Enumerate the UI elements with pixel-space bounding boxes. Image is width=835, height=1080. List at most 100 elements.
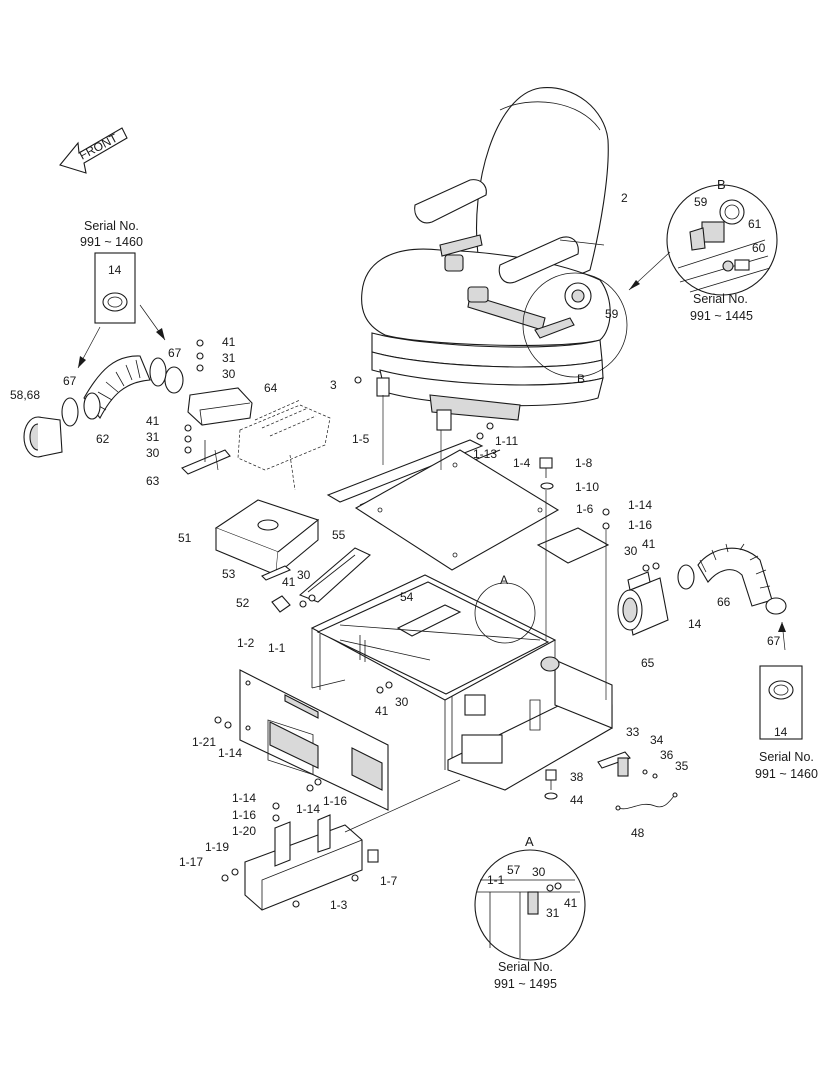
callout-30-c: 30	[297, 568, 311, 582]
callout-1-7: 1-7	[380, 874, 398, 888]
callout-55: 55	[332, 528, 346, 542]
lower-bracket-assembly	[221, 802, 379, 911]
callout-62: 62	[96, 432, 110, 446]
callout-52: 52	[236, 596, 250, 610]
detail-b-marker	[522, 272, 628, 378]
callout-31-b: 31	[146, 430, 160, 444]
callout-41-d: 41	[375, 704, 389, 718]
serial-box-right-part: 14	[774, 725, 788, 739]
serial-box-right-labels: 14 Serial No. 991 ~ 1460	[755, 725, 818, 781]
side-panel	[214, 669, 389, 811]
callout-1-10: 1-10	[575, 480, 599, 494]
left-duct-assembly	[23, 339, 253, 475]
small-electrical-parts	[544, 751, 678, 811]
callout-41-b: 41	[146, 414, 160, 428]
callout-1-17: 1-17	[179, 855, 203, 869]
detail-b-callout-59: 59	[694, 195, 708, 209]
serial-box-left-part: 14	[108, 263, 122, 277]
callout-41-a: 41	[222, 335, 236, 349]
detail-a-callout-57: 57	[507, 863, 521, 877]
front-arrow-label: FRONT	[77, 131, 121, 163]
callout-1-5: 1-5	[352, 432, 370, 446]
callout-54: 54	[400, 590, 414, 604]
callout-30-b: 30	[146, 446, 160, 460]
detail-a-serial-line2: 991 ~ 1495	[494, 977, 557, 991]
detail-a-callout-41: 41	[564, 896, 578, 910]
operator-seat	[361, 87, 611, 431]
callout-a-frame: A	[500, 573, 508, 587]
detail-b	[628, 184, 778, 296]
leader-lines	[214, 239, 607, 700]
right-duct-assembly	[617, 543, 787, 651]
callout-38: 38	[570, 770, 584, 784]
callout-1-1: 1-1	[268, 641, 286, 655]
detail-a-callout-31: 31	[546, 906, 560, 920]
lower-left-duct-parts	[214, 499, 371, 613]
callout-67-c: 67	[767, 634, 781, 648]
callout-1-16-a: 1-16	[628, 518, 652, 532]
callout-34: 34	[650, 733, 664, 747]
detail-a	[474, 849, 586, 961]
control-housing-outline	[237, 399, 331, 491]
callout-65: 65	[641, 656, 655, 670]
callout-2: 2	[621, 191, 628, 205]
front-direction-arrow: FRONT	[59, 127, 128, 174]
detail-a-callout-1-1: 1-1	[487, 873, 505, 887]
detail-b-serial-line1: Serial No.	[693, 292, 748, 306]
callout-31-a: 31	[222, 351, 236, 365]
callout-30-a: 30	[222, 367, 236, 381]
callout-1-2: 1-2	[237, 636, 255, 650]
callout-1-14-d: 1-14	[232, 791, 256, 805]
callout-30-d: 30	[395, 695, 409, 709]
callout-51: 51	[178, 531, 192, 545]
detail-b-serial-line2: 991 ~ 1445	[690, 309, 753, 323]
callout-labels: 2 3 59 B 1-5 1-11 1-13 1-4 1-8 1-10 1-6 …	[10, 191, 781, 912]
detail-a-callout-30: 30	[532, 865, 546, 879]
callout-48: 48	[631, 826, 645, 840]
callout-67-b: 67	[63, 374, 77, 388]
callout-1-20: 1-20	[232, 824, 256, 838]
callout-44: 44	[570, 793, 584, 807]
detail-b-callout-60: 60	[752, 241, 766, 255]
detail-b-title: B	[717, 177, 726, 192]
serial-box-left-labels: Serial No. 991 ~ 1460 14	[80, 219, 143, 277]
callout-41-e: 41	[642, 537, 656, 551]
serial-box-left-line2: 991 ~ 1460	[80, 235, 143, 249]
callout-59: 59	[605, 307, 619, 321]
detail-a-labels: A 1-1 57 30 31 41 Serial No. 991 ~ 1495	[487, 834, 578, 991]
callout-1-14-b: 1-14	[218, 746, 242, 760]
serial-box-right-line1: Serial No.	[759, 750, 814, 764]
callout-1-14-c: 1-14	[296, 802, 320, 816]
callout-1-14-a: 1-14	[628, 498, 652, 512]
callout-1-4: 1-4	[513, 456, 531, 470]
callout-1-6: 1-6	[576, 502, 594, 516]
callout-66: 66	[717, 595, 731, 609]
serial-box-left-line1: Serial No.	[84, 219, 139, 233]
serial-box-right-line2: 991 ~ 1460	[755, 767, 818, 781]
callout-63: 63	[146, 474, 160, 488]
callout-35: 35	[675, 759, 689, 773]
callout-67-a: 67	[168, 346, 182, 360]
detail-b-labels: B 59 61 60 Serial No. 991 ~ 1445	[690, 177, 766, 323]
callout-1-8: 1-8	[575, 456, 593, 470]
callout-1-11: 1-11	[495, 434, 518, 448]
callout-1-19: 1-19	[205, 840, 229, 854]
callout-53: 53	[222, 567, 236, 581]
callout-1-13: 1-13	[473, 447, 497, 461]
callout-64: 64	[264, 381, 278, 395]
callout-1-3: 1-3	[330, 898, 348, 912]
callout-1-16-b: 1-16	[323, 794, 347, 808]
callout-b-seat: B	[577, 372, 585, 386]
serial-box-right	[759, 665, 803, 740]
callout-58-68: 58,68	[10, 388, 40, 402]
callout-41-c: 41	[282, 575, 296, 589]
callout-14-a: 14	[688, 617, 702, 631]
callout-3: 3	[330, 378, 337, 392]
seat-plates	[326, 376, 610, 571]
serial-box-left	[77, 252, 166, 369]
callout-1-16-c: 1-16	[232, 808, 256, 822]
detail-a-serial-line1: Serial No.	[498, 960, 553, 974]
callout-1-21: 1-21	[192, 735, 216, 749]
callout-33: 33	[626, 725, 640, 739]
